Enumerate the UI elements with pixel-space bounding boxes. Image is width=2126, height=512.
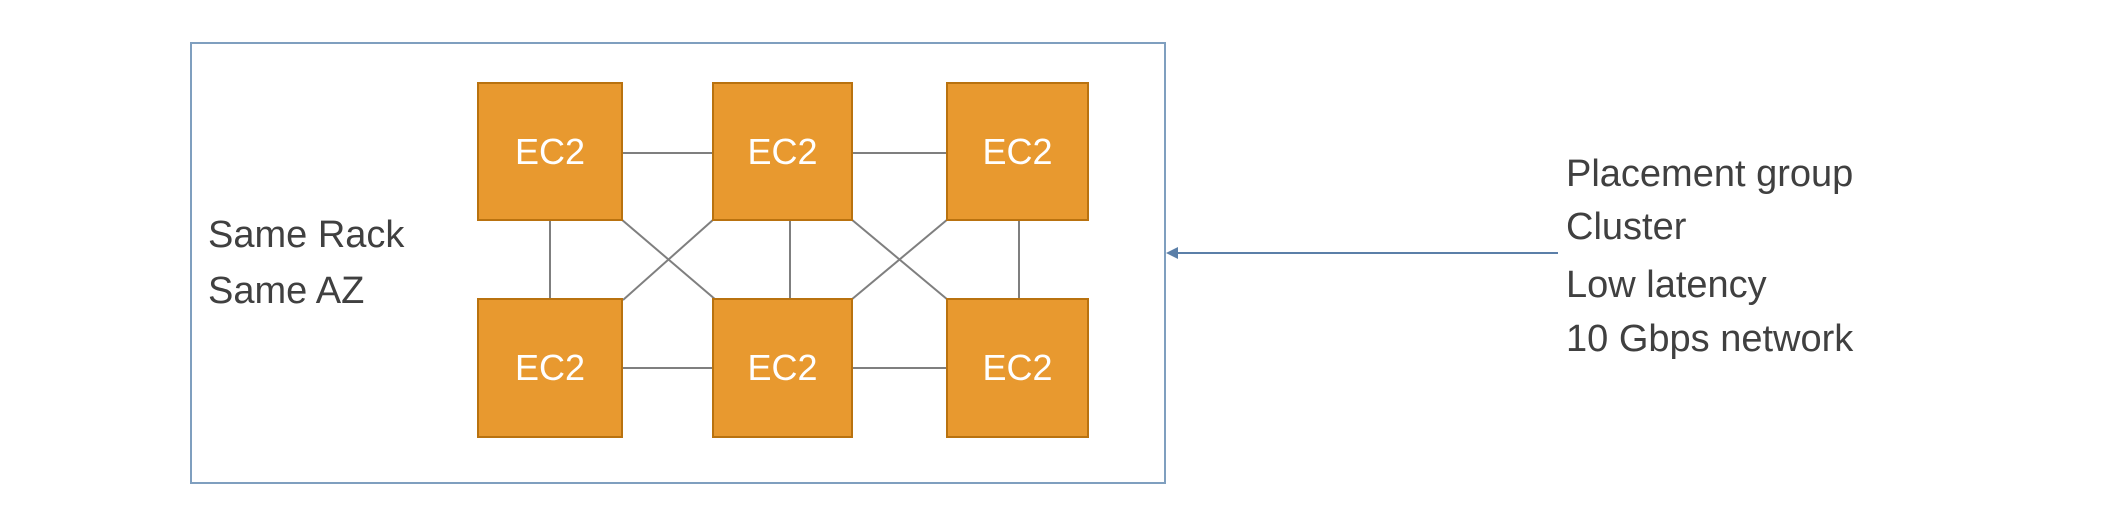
ec2-instance-bottom-right: EC2 xyxy=(946,298,1089,438)
ec2-instance-top-middle: EC2 xyxy=(712,82,853,221)
ec2-instance-top-right: EC2 xyxy=(946,82,1089,221)
ec2-instance-top-left: EC2 xyxy=(477,82,623,221)
same-az-label: Same AZ xyxy=(208,270,365,312)
ec2-instance-bottom-left: EC2 xyxy=(477,298,623,438)
rack-boundary xyxy=(190,42,1166,484)
low-latency-label: Low latency xyxy=(1566,264,1767,306)
placement-group-label: Placement group xyxy=(1566,153,1854,195)
cluster-label: Cluster xyxy=(1566,206,1687,248)
same-rack-label: Same Rack xyxy=(208,214,405,256)
network-speed-label: 10 Gbps network xyxy=(1566,318,1854,360)
ec2-instance-bottom-middle: EC2 xyxy=(712,298,853,438)
arrow-head xyxy=(1166,247,1178,259)
